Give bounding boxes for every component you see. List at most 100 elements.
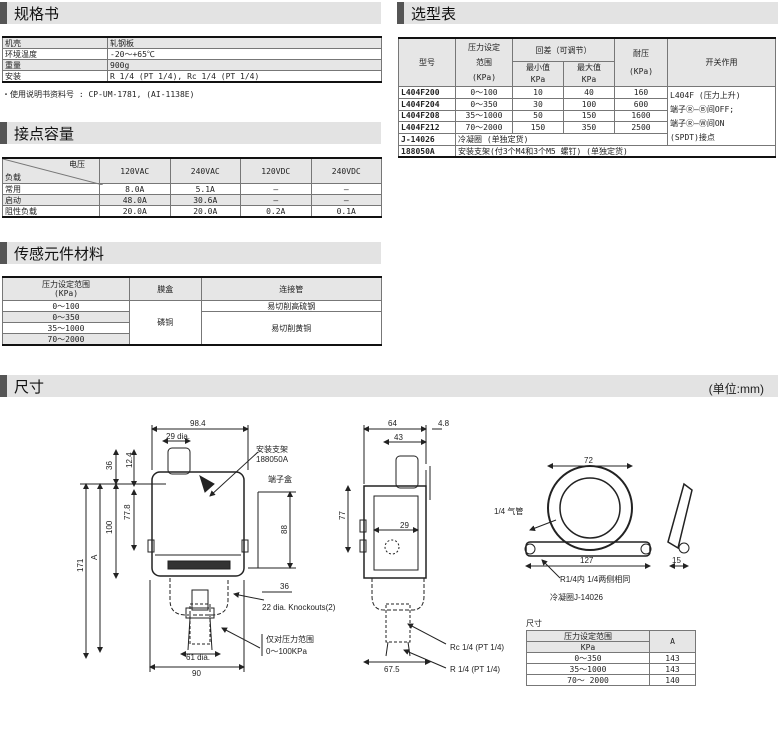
dims-title: 尺寸 [14, 378, 45, 396]
contact-cell: 5.1A [169, 183, 241, 195]
spec-value: 轧钢板 [107, 36, 382, 49]
dim-90: 90 [192, 669, 201, 678]
select-title: 选型表 [411, 5, 457, 23]
contact-cell: — [310, 183, 382, 195]
dim-A: A [90, 554, 99, 560]
switch-line: (SPDT)接点 [670, 133, 715, 142]
dim-98-4: 98.4 [190, 419, 206, 428]
spec-title: 规格书 [14, 5, 60, 23]
select-cell: 35～1000 [455, 109, 513, 123]
dim-77: 77 [338, 511, 347, 520]
bracket-label: 安装支架 [256, 444, 288, 454]
select-header-pressure-unit: (KPa) [628, 66, 654, 76]
bracket-code: 188050A [256, 455, 289, 464]
contact-cell: 0.2A [240, 205, 312, 218]
dims-header-unit: KPa [526, 641, 650, 653]
range-note-2: 0～100KPa [266, 647, 307, 656]
corner-voltage: 电压 [69, 160, 85, 169]
coil-side-view [667, 482, 693, 550]
select-cell: 160 [614, 86, 668, 99]
contact-cell: — [240, 183, 312, 195]
contact-cell: 20.0A [99, 205, 171, 218]
sensor-diaphragm-material: 磷铜 [129, 300, 202, 346]
range-note-1: 仅对压力范围 [266, 634, 314, 644]
contact-row-label: 阻性负载 [2, 205, 100, 218]
dimension-drawing: 98.4 29 dia. 36 12.4 77.8 100 171 A 88 3… [76, 419, 693, 678]
diagonal-divider [3, 159, 103, 185]
contact-cell: 8.0A [99, 183, 171, 195]
contact-row-label: 启动 [2, 194, 100, 206]
dim-36: 36 [105, 461, 114, 470]
select-header-max-unit: KPa [581, 75, 597, 84]
sensor-range: 0～350 [2, 311, 130, 323]
contact-cell: — [240, 194, 312, 206]
section-marker [397, 2, 404, 24]
section-marker [0, 2, 7, 24]
sensor-tube-material: 易切削高硫钢 [200, 300, 382, 312]
contact-cell: 48.0A [99, 194, 171, 206]
section-marker [0, 122, 7, 144]
switch-line: 端子Ⓡ—Ⓑ间OFF; [670, 105, 735, 114]
contact-corner-cell: 电压 负载 [2, 157, 103, 185]
select-cell: 350 [563, 121, 615, 135]
dim-36b: 36 [280, 582, 289, 591]
knockouts-label: 22 dia. Knockouts(2) [262, 603, 336, 612]
spec-key: 重量 [2, 59, 108, 71]
dim-15: 15 [672, 556, 681, 565]
select-header-switch: 开关作用 [667, 37, 776, 87]
dims-table-title: 尺寸 [526, 619, 542, 628]
sensor-header-range: 压力设定范围(KPa) [2, 276, 130, 301]
contact-cell: — [310, 194, 382, 206]
dim-67-5: 67.5 [384, 665, 400, 674]
select-cell: 2500 [614, 121, 668, 135]
dim-43: 43 [394, 433, 403, 442]
select-model: L404F212 [398, 121, 456, 135]
front-body [151, 471, 245, 577]
select-cell: 150 [512, 121, 564, 135]
select-accessory-desc: 冷凝圈 (单独定货) [455, 133, 668, 146]
dim-12-4: 12.4 [125, 452, 134, 468]
dim-127: 127 [580, 556, 594, 565]
sensor-header-range-label: 压力设定范围 [42, 280, 90, 289]
select-cell: 0～350 [455, 97, 513, 111]
sensor-section-header: 传感元件材料 [0, 242, 381, 264]
coil-label: 冷凝圈J-14026 [550, 592, 603, 602]
contact-cell: 30.6A [169, 194, 241, 206]
side-body [363, 485, 427, 579]
select-model: L404F204 [398, 97, 456, 111]
gas-pipe-label: 1/4 气管 [494, 506, 523, 516]
dim-29: 29 [400, 521, 409, 530]
select-cell: 1600 [614, 109, 668, 123]
spec-value: -20～+65℃ [107, 48, 382, 60]
switch-line: L404F (压力上升) [670, 91, 741, 100]
contact-header: 240VDC [310, 157, 382, 184]
contact-title: 接点容量 [14, 125, 75, 143]
rc-label: Rc 1/4 (PT 1/4) [450, 643, 504, 652]
select-accessory-desc: 安装支架(付3个M4和3个M5 螺钉) (单独定货) [455, 145, 776, 158]
spec-key: 机壳 [2, 36, 108, 49]
select-cell: 600 [614, 97, 668, 111]
sensor-range: 0～100 [2, 300, 130, 312]
dim-4-8: 4.8 [438, 419, 450, 428]
spec-value: 900g [107, 59, 382, 71]
select-section-header: 选型表 [397, 2, 778, 24]
dim-88: 88 [280, 525, 289, 534]
select-model: L404F200 [398, 86, 456, 99]
sensor-range: 70～2000 [2, 333, 130, 346]
select-header-max-label: 最大值 [577, 63, 601, 72]
dim-29-dia: 29 dia. [166, 432, 190, 441]
side-bellows [371, 578, 425, 611]
dim-100: 100 [105, 520, 114, 534]
dims-cell: 35～1000 [526, 663, 650, 675]
select-cell: 70～2000 [455, 121, 513, 135]
side-top-cap [395, 455, 419, 489]
thread-note: R1/4内 1/4两侧相同 [560, 574, 630, 584]
select-header-range-line3: (KPa) [471, 73, 497, 82]
select-model: L404F208 [398, 109, 456, 123]
coil-inner [559, 477, 621, 539]
select-header-pressure-label: 耐压 [633, 48, 649, 58]
select-header-min-unit: KPa [530, 75, 546, 84]
